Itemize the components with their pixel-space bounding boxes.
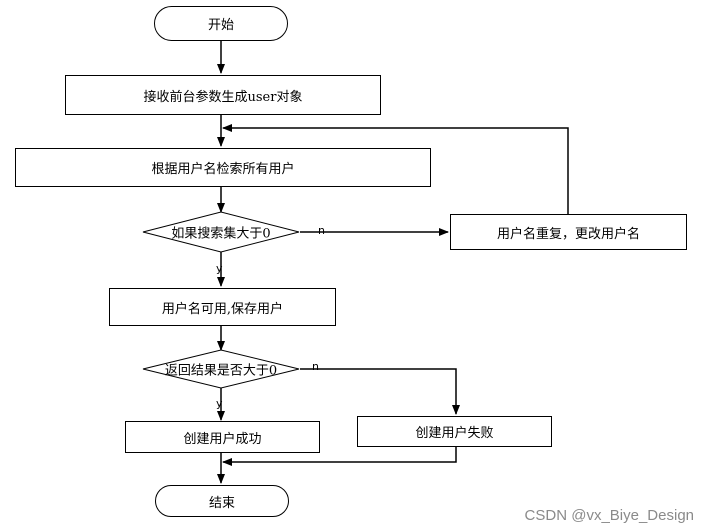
save-user-step: 用户名可用,保存用户: [109, 288, 336, 326]
create-fail-step: 创建用户失败: [357, 416, 552, 447]
csdn-watermark: CSDN @vx_Biye_Design: [524, 507, 694, 524]
edge-decision2-fail: [300, 368, 460, 415]
duplicate-name-step: 用户名重复，更改用户名: [450, 214, 687, 250]
decision1-yes-label: y: [216, 262, 223, 275]
edge-duplicate-loop: [222, 124, 569, 214]
decision1-no-label: n: [318, 224, 325, 237]
decision2-yes-label: y: [216, 397, 223, 410]
decision2-label: 返回结果是否大于0: [164, 363, 278, 379]
start-terminal: 开始: [154, 6, 288, 41]
search-users-step: 根据用户名检索所有用户: [15, 148, 431, 187]
decision1-label: 如果搜索集大于0: [171, 226, 271, 242]
receive-params-step: 接收前台参数生成user对象: [65, 75, 381, 115]
create-success-step: 创建用户成功: [125, 421, 320, 453]
end-terminal: 结束: [155, 485, 289, 517]
decision2-shape: [142, 349, 300, 389]
edge-fail-end: [222, 447, 457, 466]
decision2-no-label: n: [312, 360, 319, 373]
decision1-shape: [142, 211, 300, 253]
